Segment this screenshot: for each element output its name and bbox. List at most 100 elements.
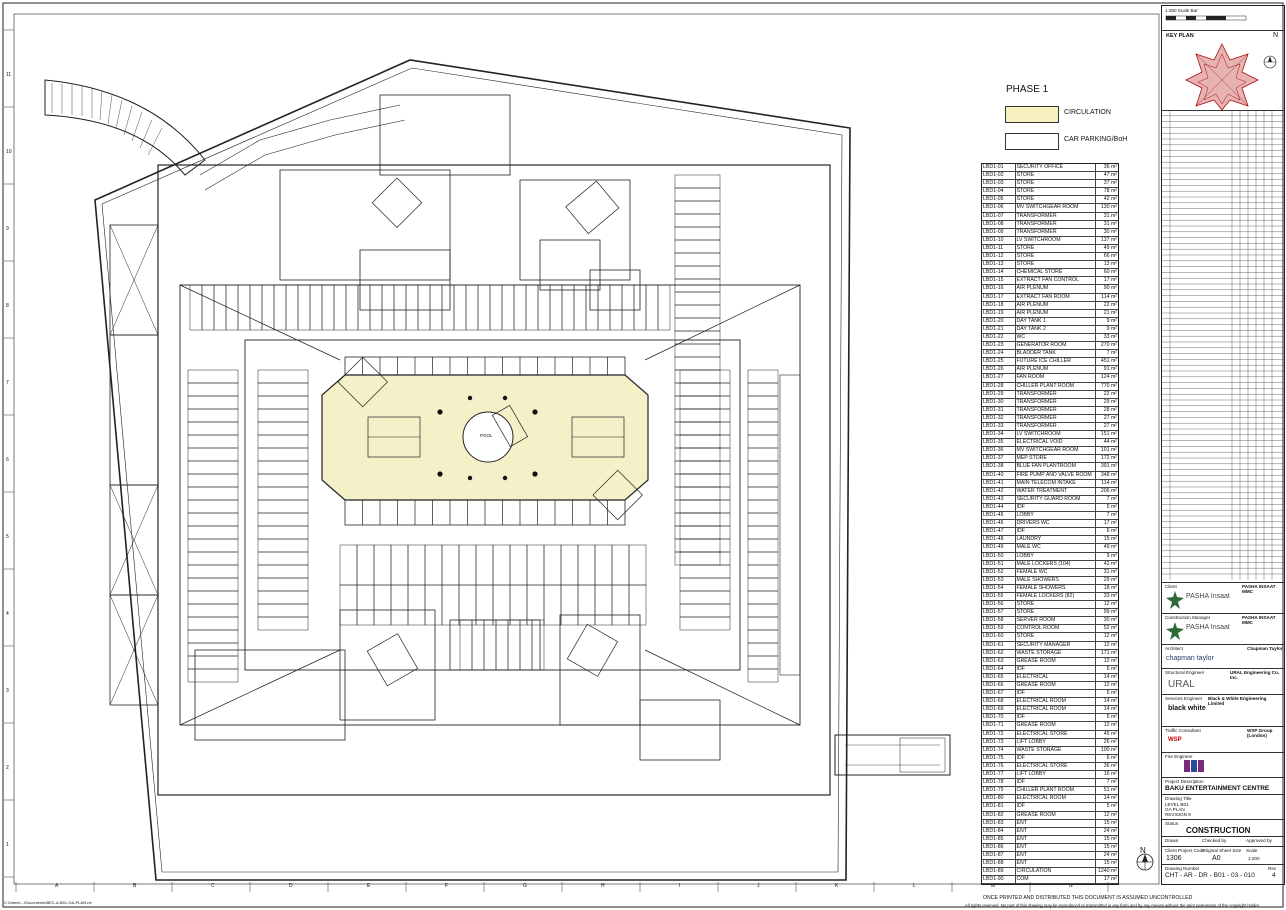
project-description-label: Project Description [1165,779,1204,784]
parking-bay [560,584,579,626]
parking-bay [747,538,779,553]
parking-bay [674,512,721,527]
room-area: 12 m² [1103,722,1117,729]
parking-bay [679,369,731,384]
room-name: STORE [1016,633,1097,641]
room-name: STORE [1016,253,1097,261]
grid-letter: L [913,883,916,889]
parking-bay [369,284,383,331]
room-area: 17 m² [1103,277,1117,284]
room-area: 24 m² [1103,827,1117,834]
parking-bay [679,616,731,631]
room-code: LBD1-29 [982,390,1016,398]
parking-bay [674,538,721,553]
parking-bay [526,544,545,586]
parking-bay [573,284,587,331]
room-name: GREASE ROOM [1016,657,1097,665]
room-area: 18 m² [1103,584,1117,591]
parking-bay [561,284,575,331]
room-code: LBD1-06 [982,204,1016,212]
room-name: MALE WC [1016,544,1097,552]
room-name: IDF [1016,803,1097,811]
room-name: GREASE ROOM [1016,811,1097,819]
parking-bay [257,590,309,605]
status-value: CONSTRUCTION [1186,826,1251,835]
parking-bay [257,421,309,436]
parking-bay [577,544,596,586]
grid-letter: K [835,883,839,889]
parking-bay [747,460,779,475]
grid-number: 8 [6,303,9,309]
room-area: 6 m² [1106,528,1117,535]
grid-letter: E [367,883,371,889]
room-code: LBD1-34 [982,431,1016,439]
parking-bay [679,408,731,423]
traffic-firm: WSP Group (London) [1247,728,1273,738]
room-name: ENT [1016,851,1097,860]
traffic-logo: WSP [1168,737,1182,743]
room-name: IDF [1016,690,1097,698]
parking-bay [458,584,477,626]
room-area: 36 m² [1103,164,1117,170]
parking-bay [747,616,779,631]
room-code: LBD1-01 [982,164,1016,172]
parking-bay [674,551,721,566]
room-area: 5 m² [1106,665,1117,672]
parking-bay [674,434,721,449]
parking-bay [674,382,721,397]
room-area: 15 m² [1103,843,1117,850]
room-area: 15 m² [1103,819,1117,826]
room-code: LBD1-35 [982,439,1016,447]
parking-bay [429,284,443,331]
drawing-title-line-1: LEVEL B01 [1165,802,1189,807]
parking-bay [679,395,731,410]
parking-bay [611,544,630,586]
parking-bay [679,473,731,488]
architect-name: Chapman Taylor [1247,646,1283,651]
room-code: LBD1-21 [982,325,1016,333]
parking-bay [674,447,721,462]
room-name: STORE [1016,188,1097,196]
room-area: 51 m² [1103,787,1117,794]
room-name: MV SWITCHGEAR ROOM [1016,204,1097,212]
room-name: MAIN TELECOM INTAKE [1016,479,1097,487]
drawing-title-label: Drawing Title [1165,796,1192,801]
grid-number: 3 [6,688,9,694]
room-area: 26 m² [1103,738,1117,745]
room-name: SECURITY GUARD ROOM [1016,495,1097,503]
parking-bay [187,525,239,540]
parking-bay [509,544,528,586]
parking-bay [674,525,721,540]
parking-bay [747,629,779,644]
sheet-size-label: Original Sheet Size [1202,848,1242,853]
room-name: SECURITY OFFICE [1016,164,1097,172]
parking-bay [257,369,309,384]
room-code: LBD1-40 [982,471,1016,479]
room-name: LIFT LOBBY [1016,771,1097,779]
parking-bay [475,544,494,586]
parking-bay [257,603,309,618]
room-name: CHILLER PLANT ROOM [1016,382,1097,390]
parking-bay [187,499,239,514]
room-code: LBD1-83 [982,819,1016,827]
room-area: 60 m² [1103,269,1117,276]
